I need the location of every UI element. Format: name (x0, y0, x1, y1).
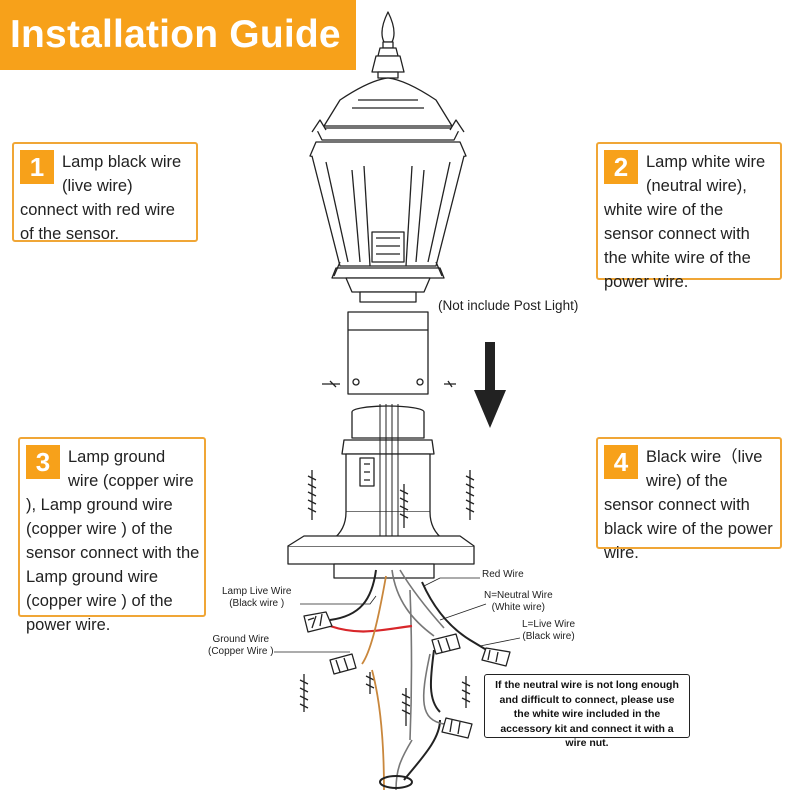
wire-nuts (303, 611, 511, 739)
lamp-finial (371, 11, 405, 79)
white-wires (391, 569, 445, 791)
lamp-live-wire-label: Lamp Live Wire (Black wire ) (222, 586, 292, 609)
lamp-head-base (331, 261, 445, 303)
neutral-wire-note: If the neutral wire is not long enough a… (484, 674, 690, 749)
step-4-box: 4 Black wire（live wire) of the sensor co… (596, 437, 782, 562)
step-4-text: Black wire（live wire) of the sensor conn… (604, 448, 773, 562)
step-2-number: 2 (604, 150, 638, 184)
page-title: Installation Guide (10, 13, 341, 56)
black-wires (329, 569, 491, 781)
step-2-text: Lamp white wire (neutral wire), white wi… (604, 153, 766, 291)
step-4-number: 4 (604, 445, 638, 479)
mounting-screws (299, 470, 475, 726)
step-3-number: 3 (26, 445, 60, 479)
sensor-adapter (331, 404, 445, 570)
lamp-glass-cage (309, 141, 467, 267)
step-3-box: 3 Lamp ground wire (copper wire ), Lamp … (18, 437, 206, 634)
ground-wire-label: Ground Wire (Copper Wire ) (208, 634, 274, 657)
post-light-caption: (Not include Post Light) (438, 298, 579, 313)
lamp-roof (311, 77, 465, 141)
title-banner: Installation Guide (0, 0, 356, 70)
step-2-box: 2 Lamp white wire (neutral wire), white … (596, 142, 782, 291)
post-opening (379, 775, 413, 789)
post-base-plate (287, 535, 475, 579)
red-wire-label: Red Wire (482, 569, 524, 580)
red-wire (329, 624, 413, 633)
lamp-fitter-sleeve (322, 311, 456, 395)
copper-wire (361, 575, 387, 791)
live-wire-label: L=Live Wire (Black wire) (522, 619, 576, 642)
down-arrow-icon (474, 342, 506, 428)
neutral-wire-label: N=Neutral Wire (White wire) (484, 590, 553, 613)
step-1-number: 1 (20, 150, 54, 184)
step-1-text: Lamp black wire (live wire) connect with… (20, 153, 182, 243)
step-1-box: 1 Lamp black wire (live wire) connect wi… (12, 142, 198, 243)
label-leaders (274, 577, 521, 653)
step-3-text: Lamp ground wire (copper wire ), Lamp gr… (26, 448, 200, 634)
